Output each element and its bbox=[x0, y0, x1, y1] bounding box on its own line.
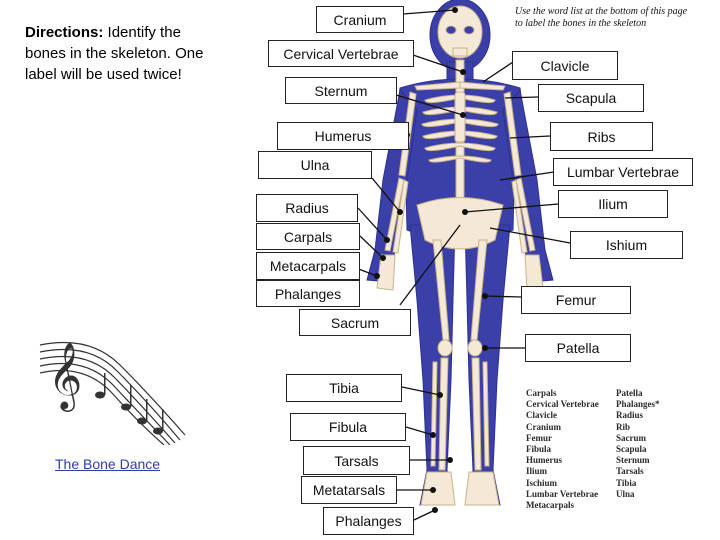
word-list-item: Tarsals bbox=[616, 466, 644, 477]
word-list-item: Carpals bbox=[526, 388, 557, 398]
word-list-item: Cranium bbox=[526, 421, 562, 432]
label-femur: Femur bbox=[521, 286, 631, 314]
label-metacarpals: Metacarpals bbox=[256, 252, 360, 280]
word-list-item: Sternum bbox=[616, 455, 650, 466]
label-humerus: Humerus bbox=[277, 122, 409, 150]
word-list-item: Patella bbox=[616, 388, 643, 398]
label-ischium: Ishium bbox=[570, 231, 683, 259]
word-list-item: Sacrum bbox=[616, 432, 646, 443]
label-phalanges-foot: Phalanges bbox=[323, 507, 414, 535]
word-list-item: Scapula bbox=[616, 444, 647, 455]
word-list-item: Tibia bbox=[616, 477, 637, 488]
svg-text:𝄞: 𝄞 bbox=[48, 341, 82, 412]
word-list-item: Rib bbox=[616, 421, 631, 432]
bone-dance-link[interactable]: The Bone Dance bbox=[55, 456, 161, 472]
label-cervical-vertebrae: Cervical Vertebrae bbox=[268, 40, 414, 67]
word-list-item: Radius bbox=[616, 410, 644, 421]
label-scapula: Scapula bbox=[538, 84, 644, 112]
label-carpals: Carpals bbox=[256, 223, 360, 250]
label-ulna: Ulna bbox=[258, 151, 372, 179]
label-sacrum: Sacrum bbox=[299, 309, 411, 336]
word-list-item: Lumbar Vertebrae bbox=[526, 488, 599, 499]
directions-text: Directions: Identify the bones in the sk… bbox=[25, 24, 204, 83]
word-list-item: Humerus bbox=[526, 455, 562, 466]
word-list-item: Femur bbox=[526, 432, 552, 443]
word-list-item: Phalanges* bbox=[616, 399, 660, 410]
directions-body: Identify the bones in the skeleton. One … bbox=[25, 24, 204, 83]
word-list-item: Clavicle bbox=[526, 410, 557, 421]
label-cranium: Cranium bbox=[316, 6, 404, 33]
label-ilium: Ilium bbox=[558, 190, 668, 218]
word-list-item: Fibula bbox=[526, 444, 552, 455]
label-ribs: Ribs bbox=[550, 122, 653, 151]
word-list-hint: Use the word list at the bottom of this … bbox=[515, 6, 688, 29]
label-lumbar-vertebrae: Lumbar Vertebrae bbox=[553, 158, 693, 186]
word-list-item: Ulna bbox=[616, 488, 635, 499]
label-tarsals: Tarsals bbox=[303, 446, 410, 475]
word-list-item: Cervical Vertebrae bbox=[526, 399, 599, 410]
directions-heading: Directions bbox=[25, 24, 99, 41]
music-staff-illustration: 𝄞 bbox=[39, 341, 186, 445]
word-list-item: Ilium bbox=[526, 466, 548, 477]
label-metatarsals: Metatarsals bbox=[301, 476, 397, 504]
label-radius: Radius bbox=[256, 194, 358, 222]
label-sternum: Sternum bbox=[285, 77, 397, 104]
label-fibula: Fibula bbox=[290, 413, 406, 441]
label-tibia: Tibia bbox=[286, 374, 402, 402]
label-clavicle: Clavicle bbox=[512, 51, 618, 80]
label-patella: Patella bbox=[525, 334, 631, 362]
word-list-item: Metacarpals bbox=[526, 500, 574, 511]
word-list-item: Ischium bbox=[526, 477, 558, 488]
label-phalanges-hand: Phalanges bbox=[256, 280, 360, 307]
